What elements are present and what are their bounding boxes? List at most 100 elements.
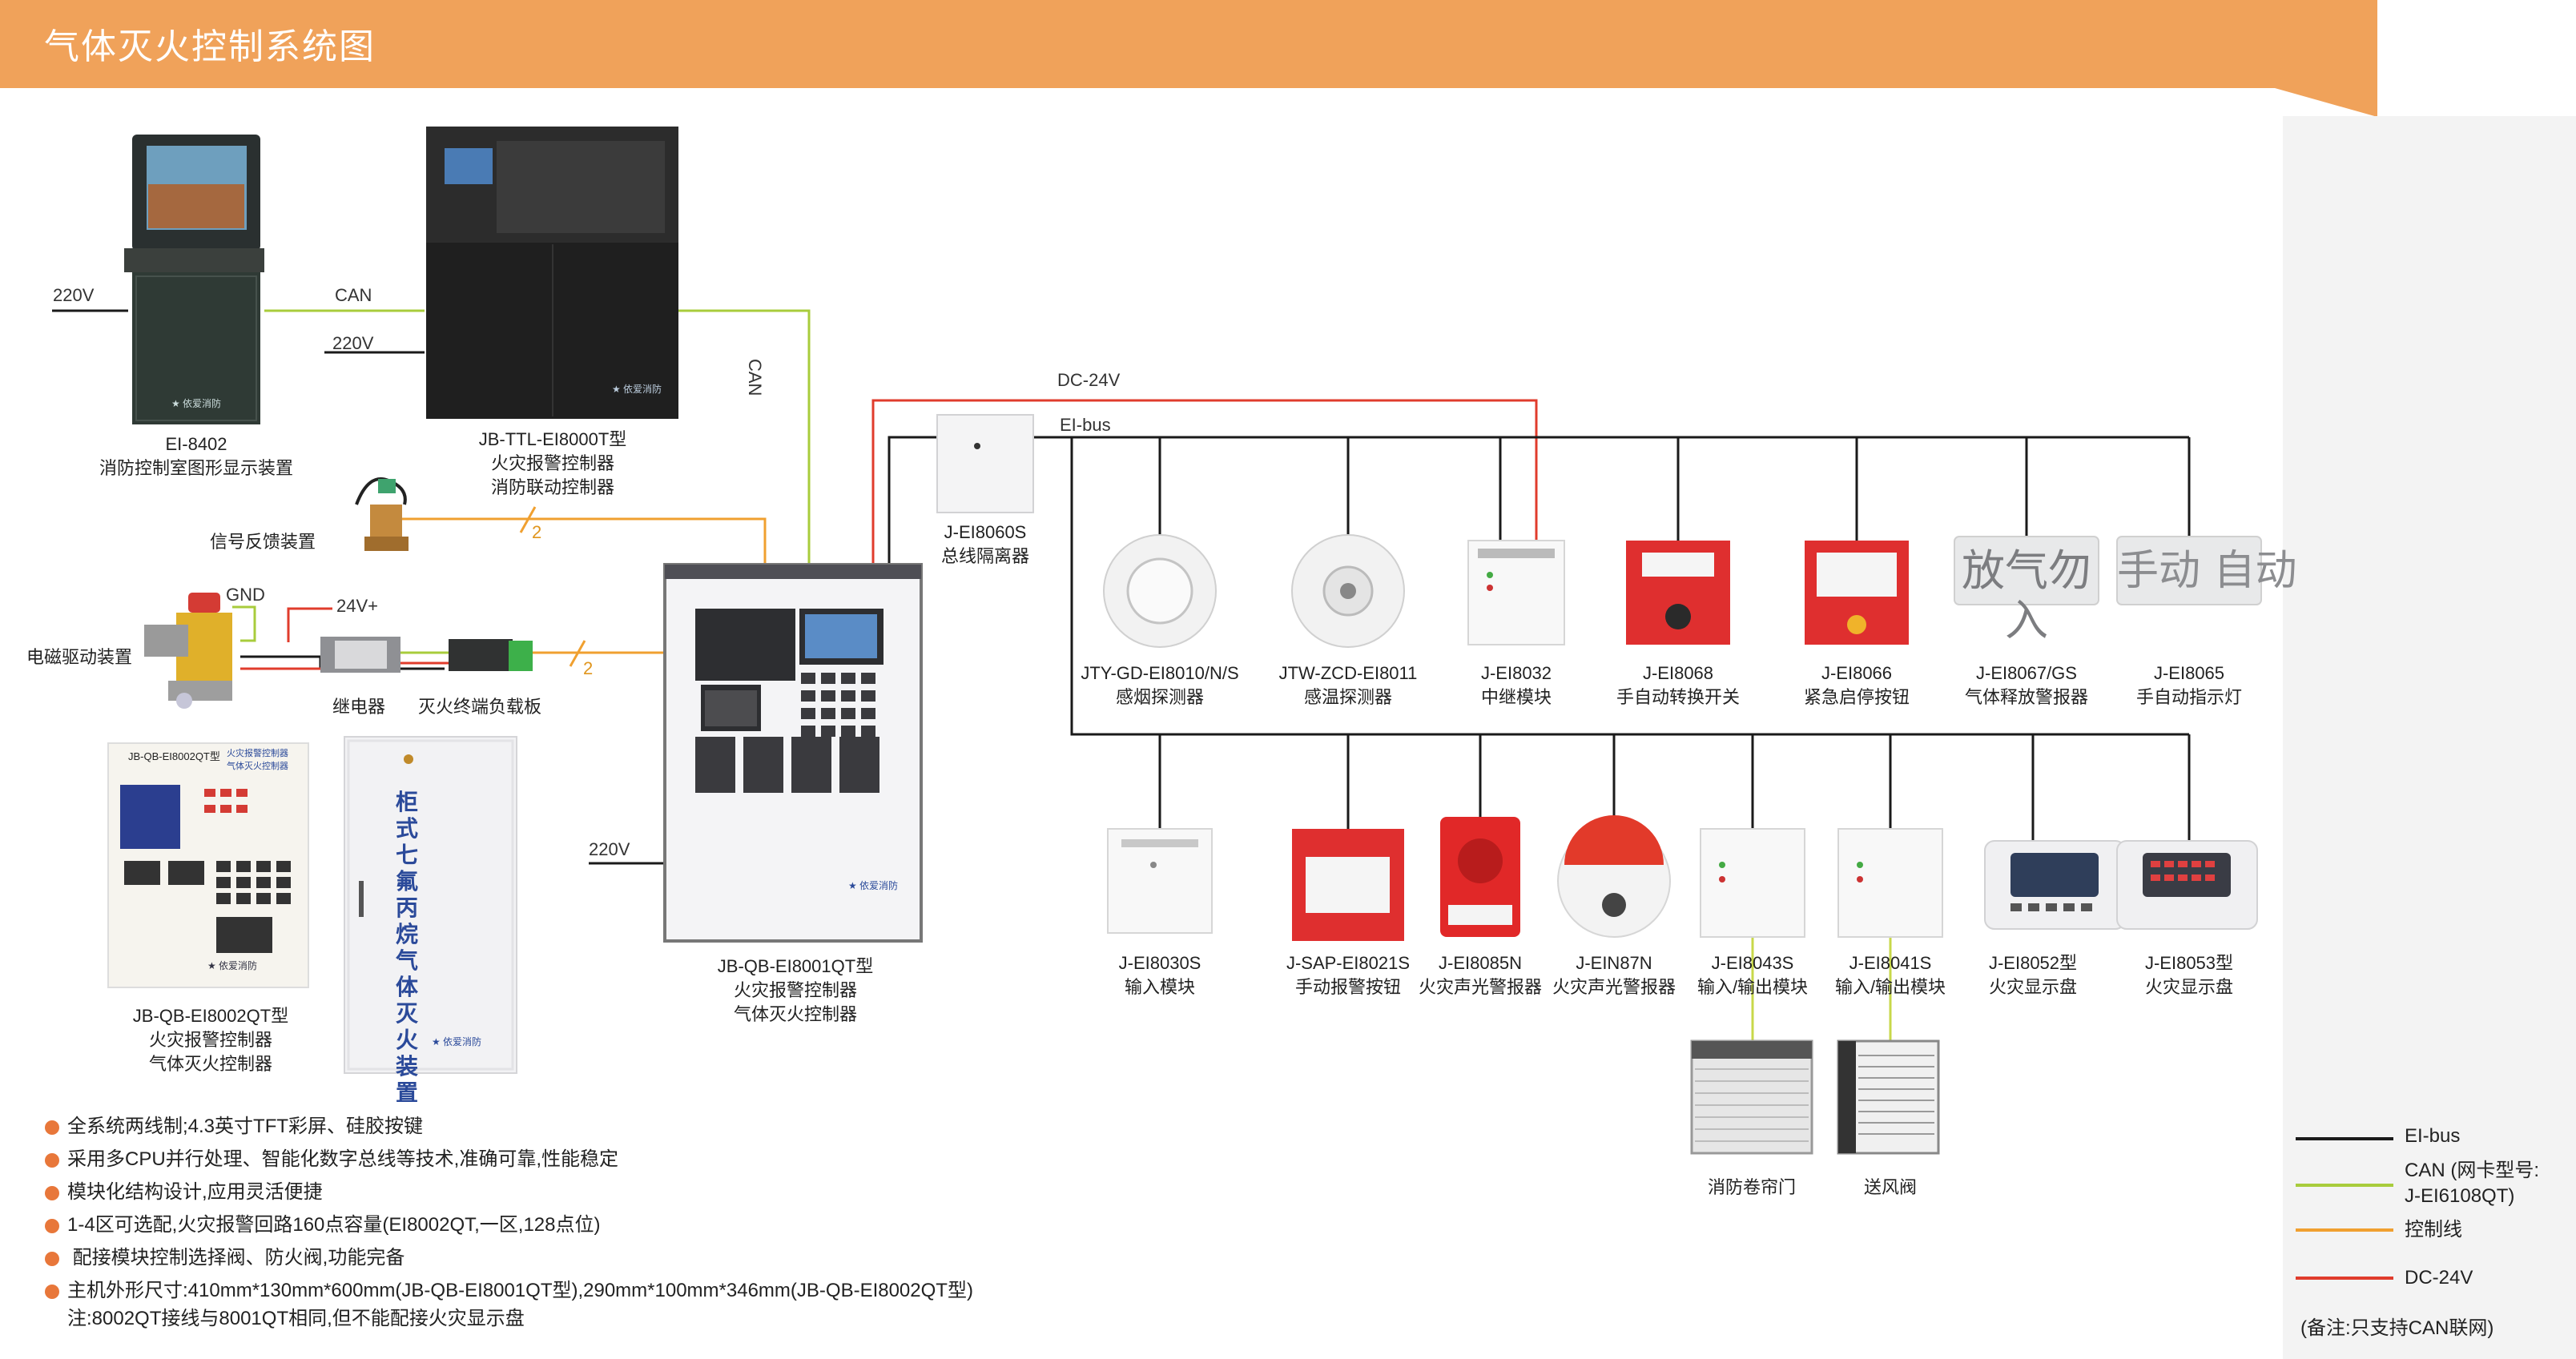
ttl-desc-2: 消防联动控制器	[490, 477, 614, 497]
emergency-label: J-EI8066 紧急启停按钮	[1785, 661, 1929, 710]
auto-switch-model: J-EI8068	[1642, 663, 1714, 683]
strobe-b-desc: 火灾声光警报器	[1552, 977, 1676, 997]
indicator-model: J-EI8065	[2153, 663, 2225, 683]
manual-alarm-desc: 手动报警按钮	[1294, 977, 1401, 997]
svg-text:★ 依爱消防: ★ 依爱消防	[171, 397, 221, 409]
solenoid-device	[144, 593, 232, 709]
qb8002-desc-1: 火灾报警控制器	[148, 1030, 272, 1050]
cabinet-vertical-text: 柜式七氟丙烷气体灭火装置	[395, 789, 418, 1106]
strobe-b-label: J-EIN87N 火灾声光警报器	[1550, 951, 1678, 999]
ei8402-desc: 消防控制室图形显示装置	[99, 458, 293, 478]
relay-module-label: J-EI8032 中继模块	[1452, 661, 1580, 710]
right-side-panel	[2283, 116, 2576, 1359]
wire-label-220v-a: 220V	[53, 285, 95, 305]
header-bar	[0, 0, 2377, 88]
manual-alarm-model: J-SAP-EI8021S	[1286, 953, 1411, 973]
relay-module-device	[1467, 540, 1565, 645]
indicator-light-device	[2116, 536, 2262, 605]
relay-label: 继电器	[332, 697, 386, 717]
smoke-desc: 感烟探测器	[1115, 687, 1204, 707]
io-b-desc: 输入/输出模块	[1834, 977, 1946, 997]
legend-eibus: EI-bus	[2405, 1125, 2461, 1147]
bullet-dot	[45, 1252, 59, 1266]
wire-label-can-a: CAN	[335, 285, 372, 305]
display-a-model: J-EI8052型	[1988, 953, 2078, 973]
input-model: J-EI8030S	[1118, 953, 1201, 973]
wire-label-dc24: DC-24V	[1057, 370, 1121, 390]
ttl-desc-1: 火灾报警控制器	[490, 453, 614, 473]
legend-control: 控制线	[2405, 1219, 2462, 1240]
heat-detector-device	[1291, 534, 1405, 648]
ttl-label: JB-TTL-EI8000T型 火灾报警控制器 消防联动控制器	[449, 428, 657, 500]
feature-text: 模块化结构设计,应用灵活便捷	[67, 1181, 323, 1203]
feature-text: 配接模块控制选择阀、防火阀,功能完备	[67, 1247, 405, 1269]
qb8002-desc-2: 气体灭火控制器	[148, 1054, 272, 1074]
control-slash-b	[569, 640, 586, 667]
indicator-label: J-EI8065 手自动指示灯	[2117, 661, 2261, 710]
control-slash-a	[519, 506, 537, 533]
io-a-desc: 输入/输出模块	[1697, 977, 1809, 997]
isolator-model: J-EI8060S	[944, 522, 1027, 542]
feature-item: 模块化结构设计,应用灵活便捷	[40, 1176, 973, 1208]
gas-cabinet-device: ★ 依爱消防	[344, 736, 517, 1074]
release-label: J-EI8067/GS 气体释放警报器	[1946, 661, 2107, 710]
wire-label-gnd: GND	[226, 585, 265, 605]
fire-display-a-device	[1984, 840, 2126, 930]
indicator-desc: 手自动指示灯	[2135, 687, 2242, 707]
display-b-model: J-EI8053型	[2144, 953, 2234, 973]
input-label: J-EI8030S 输入模块	[1096, 951, 1224, 999]
page-title: 气体灭火控制系统图	[44, 27, 376, 66]
feature-item: 主机外形尺寸:410mm*130mm*600mm(JB-QB-EI8001QT型…	[40, 1274, 973, 1307]
legend-can-2: J-EI6108QT)	[2405, 1185, 2515, 1207]
bullet-dot	[45, 1219, 59, 1233]
dc24-wire	[871, 399, 1538, 565]
isolator-device	[936, 414, 1034, 513]
feature-item: 采用多CPU并行处理、智能化数字总线等技术,准确可靠,性能稳定	[40, 1143, 973, 1176]
feature-item: 配接模块控制选择阀、防火阀,功能完备	[40, 1241, 973, 1274]
manual-alarm-button-device	[1292, 829, 1404, 941]
svg-text:★ 依爱消防: ★ 依爱消防	[612, 383, 662, 395]
air-valve-device	[1837, 1039, 1940, 1155]
qb8002-controller-device: ★ 依爱消防	[107, 742, 309, 988]
strobe-a-desc: 火灾声光警报器	[1418, 977, 1542, 997]
release-sign-text: 放气勿入	[1962, 545, 2091, 645]
emergency-desc: 紧急启停按钮	[1803, 687, 1910, 707]
heat-model: JTW-ZCD-EI8011	[1278, 663, 1418, 683]
qb8001-desc-1: 火灾报警控制器	[733, 980, 857, 1000]
bullet-dot	[45, 1120, 59, 1135]
heat-desc: 感温探测器	[1303, 687, 1392, 707]
smoke-detector-device	[1103, 534, 1217, 648]
emergency-button-device	[1805, 541, 1909, 645]
feedback-valve-device	[355, 477, 409, 551]
svg-text:★ 依爱消防: ★ 依爱消防	[207, 959, 257, 971]
qb8002-model: JB-QB-EI8002QT型	[132, 1006, 289, 1026]
isolator-label: J-EI8060S 总线隔离器	[913, 521, 1057, 569]
display-b-desc: 火灾显示盘	[2144, 977, 2233, 997]
ei8402-label: EI-8402 消防控制室图形显示装置	[72, 432, 320, 480]
strobe-alarm-b-device	[1557, 815, 1671, 938]
display-b-label: J-EI8053型 火灾显示盘	[2127, 951, 2252, 999]
qb8001-label: JB-QB-EI8001QT型 火灾报警控制器 气体灭火控制器	[679, 955, 912, 1027]
display-a-label: J-EI8052型 火灾显示盘	[1970, 951, 2095, 999]
svg-text:★ 依爱消防: ★ 依爱消防	[848, 879, 898, 891]
vent-label: 送风阀	[1864, 1177, 1918, 1197]
eibus-riser	[1070, 437, 2189, 736]
wire-label-220v-b: 220V	[332, 333, 374, 353]
isolator-desc: 总线隔离器	[940, 546, 1029, 566]
feature-text: 全系统两线制;4.3英寸TFT彩屏、硅胶按键	[67, 1116, 424, 1137]
auto-switch-device	[1626, 541, 1730, 645]
emergency-model: J-EI8066	[1821, 663, 1893, 683]
control-count-a: 2	[532, 522, 542, 542]
wire-label-220v-c: 220V	[589, 839, 630, 859]
feature-note: 注:8002QT接线与8001QT相同,但不能配接火灾显示盘	[67, 1308, 525, 1329]
terminal-device	[449, 639, 533, 671]
manual-alarm-label: J-SAP-EI8021S 手动报警按钮	[1272, 951, 1424, 999]
eibus-to-isolator	[888, 436, 937, 565]
fire-shutter-device	[1690, 1039, 1813, 1155]
io-b-label: J-EI8041S 输入/输出模块	[1828, 951, 1953, 999]
fire-display-b-device	[2116, 840, 2258, 930]
qb8002-label: JB-QB-EI8002QT型 火灾报警控制器 气体灭火控制器	[95, 1004, 327, 1076]
indicator-sign-text: 手动 自动	[2117, 547, 2297, 595]
heat-label: JTW-ZCD-EI8011 感温探测器	[1256, 661, 1440, 710]
